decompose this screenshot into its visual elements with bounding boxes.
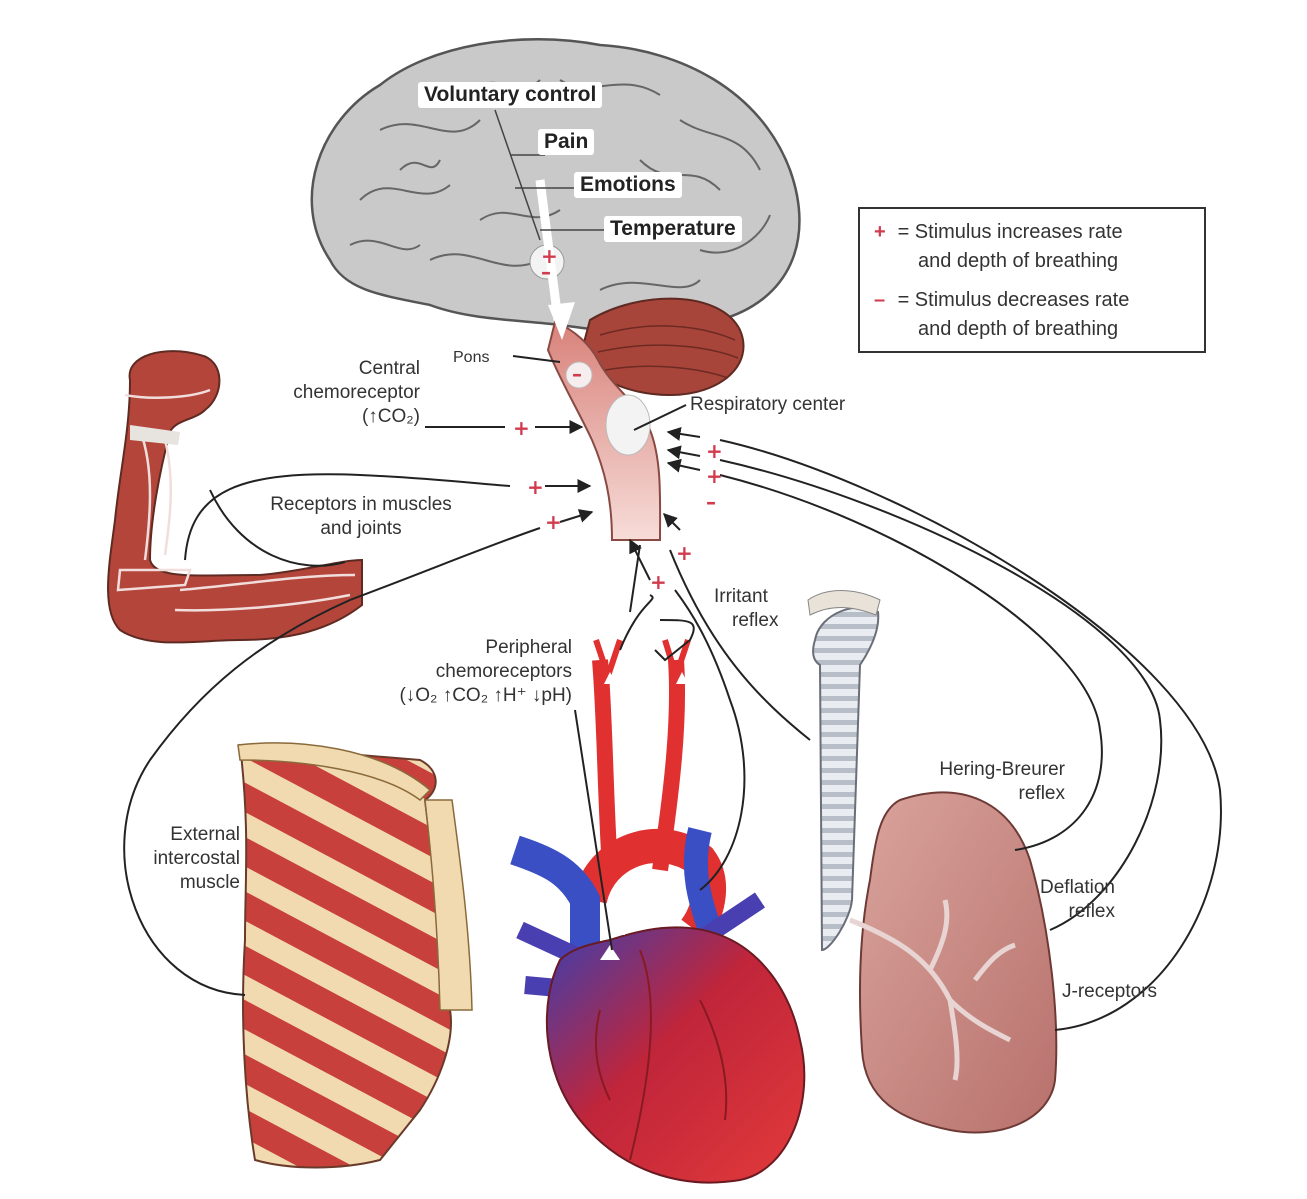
voluntary-control-label: Voluntary control xyxy=(418,82,602,108)
irritant-label-line-1: Irritant xyxy=(714,585,778,609)
external-intercostal-label: External intercostal muscle xyxy=(100,823,240,895)
legend-increase-row: + = Stimulus increases rate xyxy=(874,218,1123,247)
legend-box: + = Stimulus increases rate and depth of… xyxy=(858,207,1206,353)
muscle-plus-sign: + xyxy=(527,477,544,497)
peripheral-chemoreceptors-label: Peripheral chemoreceptors (↓O₂ ↑CO₂ ↑H⁺ … xyxy=(300,636,572,708)
legend-increase-text-1: = Stimulus increases rate xyxy=(898,221,1123,243)
peripheral-label-line-3: (↓O₂ ↑CO₂ ↑H⁺ ↓pH) xyxy=(300,684,572,708)
peripheral-label-line-1: Peripheral xyxy=(300,636,572,660)
j-receptor-plus-sign: + xyxy=(706,441,723,461)
ribcage-illustration xyxy=(238,743,472,1168)
peripheral-label-line-2: chemoreceptors xyxy=(300,660,572,684)
pons-label: Pons xyxy=(453,346,489,370)
central-plus-sign: + xyxy=(513,418,530,438)
legend-minus-symbol: – xyxy=(874,286,892,315)
hering-label-line-2: reflex xyxy=(880,782,1065,806)
intercostal-plus-sign: + xyxy=(545,512,562,532)
legend-decrease-text-2: and depth of breathing xyxy=(918,315,1118,344)
hering-label-line-1: Hering-Breurer xyxy=(880,758,1065,782)
emotions-label: Emotions xyxy=(574,172,682,198)
respiratory-center-label: Respiratory center xyxy=(690,393,845,417)
brain-minus-sign: – xyxy=(541,262,551,282)
central-label-line-2: chemoreceptor xyxy=(232,381,420,405)
pons-minus-sign: – xyxy=(572,364,582,384)
irritant-reflex-label: Irritant reflex xyxy=(714,585,778,633)
central-label-line-1: Central xyxy=(232,357,420,381)
irritant-label-line-2: reflex xyxy=(714,609,778,633)
receptors-muscles-label: Receptors in muscles and joints xyxy=(230,493,492,541)
legend-increase-text-2: and depth of breathing xyxy=(918,247,1118,276)
heart-illustration xyxy=(515,640,804,1183)
central-chemoreceptor-label: Central chemoreceptor (↑CO₂) xyxy=(232,357,420,429)
lung-illustration xyxy=(850,793,1056,1133)
legend-decrease-text-1: = Stimulus decreases rate xyxy=(898,289,1130,311)
legend-plus-symbol: + xyxy=(874,218,892,247)
hering-minus-sign: – xyxy=(706,492,716,512)
receptors-label-line-1: Receptors in muscles xyxy=(230,493,492,517)
peripheral-plus-sign: + xyxy=(650,572,667,592)
deflation-reflex-label: Deflation reflex xyxy=(1000,876,1115,924)
external-label-line-2: intercostal xyxy=(100,847,240,871)
irritant-plus-sign: + xyxy=(676,543,693,563)
external-label-line-3: muscle xyxy=(100,871,240,895)
receptors-label-line-2: and joints xyxy=(230,517,492,541)
brain-illustration xyxy=(312,39,800,540)
hering-breurer-label: Hering-Breurer reflex xyxy=(880,758,1065,806)
legend-decrease-row: – = Stimulus decreases rate xyxy=(874,286,1129,315)
deflation-label-line-1: Deflation xyxy=(1000,876,1115,900)
external-label-line-1: External xyxy=(100,823,240,847)
central-label-line-3: (↑CO₂) xyxy=(232,405,420,429)
pain-label: Pain xyxy=(538,129,594,155)
j-receptors-label: J-receptors xyxy=(1062,980,1157,1004)
deflation-plus-sign: + xyxy=(706,466,723,486)
temperature-label: Temperature xyxy=(604,216,742,242)
deflation-label-line-2: reflex xyxy=(1000,900,1115,924)
